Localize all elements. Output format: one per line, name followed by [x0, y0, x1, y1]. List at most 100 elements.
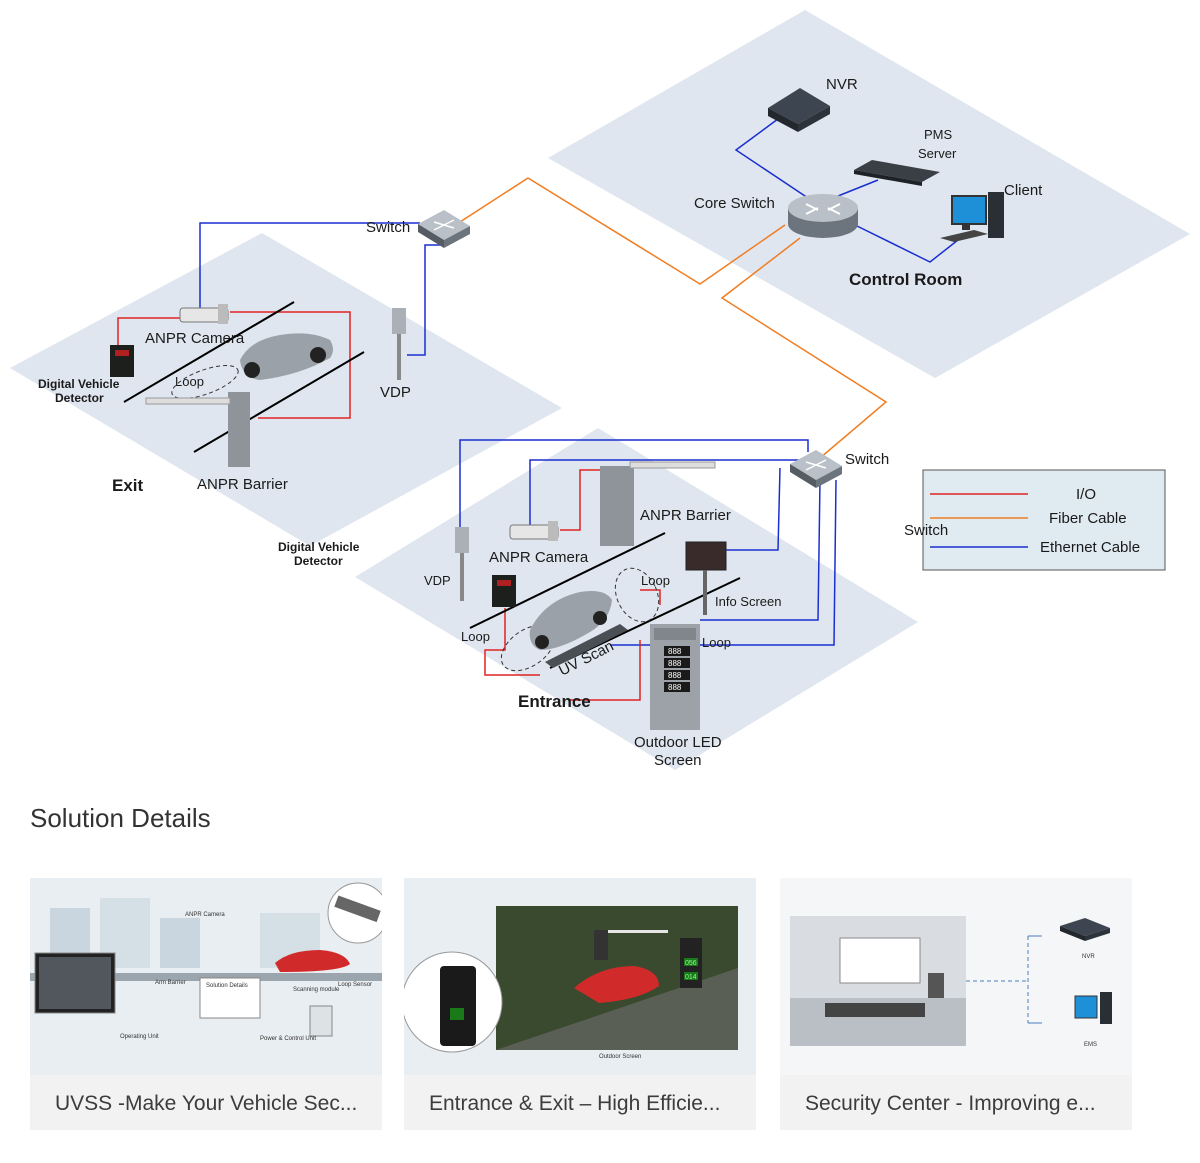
- exit-car-icon: [240, 333, 333, 380]
- client-label: Client: [1004, 182, 1043, 199]
- exit-detector-icon: [110, 345, 134, 377]
- uvss-img-anpr: ANPR Camera: [185, 912, 225, 918]
- legend-ethernet: Ethernet Cable: [1040, 539, 1140, 556]
- ethernet-client: [854, 224, 959, 263]
- solution-card-entrance-exit[interactable]: 056 014 Outdoor Screen Entrance & Exit –…: [404, 878, 756, 1130]
- exit-loop-label: Loop: [175, 374, 204, 389]
- pms-label-1: PMS: [924, 127, 953, 142]
- io-entrance-loop-top: [640, 589, 661, 605]
- exit-lane-line-2: [193, 351, 365, 453]
- entrance-anpr-camera-label: ANPR Camera: [489, 549, 589, 566]
- ethernet-pms: [837, 179, 879, 197]
- info-screen-icon: [685, 541, 727, 615]
- card-title-security-center[interactable]: Security Center - Improving e...: [805, 1092, 1096, 1115]
- entrance-vdp-icon: [455, 527, 469, 601]
- uvss-img-barrier: Arm Barrier: [155, 980, 186, 986]
- ee-img-056: 056: [685, 960, 697, 967]
- ee-img-outdoor: Outdoor Screen: [599, 1054, 641, 1060]
- info-screen-label: Info Screen: [715, 594, 782, 609]
- uvss-img-details: Solution Details: [206, 983, 248, 989]
- control-room-zone: [548, 10, 1190, 378]
- ethernet-nvr: [734, 115, 809, 199]
- entrance-loop-left-label: Loop: [461, 629, 490, 644]
- parking-system-diagram: 888 888 888 888 NVR PMS Server Client Co…: [10, 10, 1190, 770]
- ee-img-014: 014: [685, 974, 697, 981]
- ethernet-exit-vdp: [407, 244, 443, 356]
- detector-label-1: Digital Vehicle: [278, 540, 360, 554]
- outdoor-led-label-1: Outdoor LED: [634, 734, 722, 751]
- exit-anpr-camera-label: ANPR Camera: [145, 330, 245, 347]
- outdoor-led-screen-icon: 888 888 888 888: [650, 624, 700, 730]
- pms-server-icon: [854, 160, 940, 186]
- uvss-img-power: Power & Control Unit: [260, 1036, 316, 1042]
- led-row-3: 888: [668, 671, 682, 680]
- io-exit-barrier: [230, 311, 351, 419]
- legend: I/O Fiber Cable Switch Ethernet Cable: [904, 469, 1166, 571]
- core-switch-icon: [788, 194, 858, 238]
- io-entrance-barrier: [560, 469, 600, 531]
- exit-loop: [171, 365, 239, 399]
- io-entrance-led: [570, 640, 641, 701]
- exit-barrier-label: ANPR Barrier: [197, 476, 288, 493]
- exit-switch-icon[interactable]: [418, 210, 470, 248]
- solution-card-uvss[interactable]: ANPR Camera Arm Barrier Solution Details…: [30, 878, 382, 1130]
- entrance-detector-icon: [492, 575, 516, 607]
- exit-title: Exit: [112, 476, 144, 495]
- sc-img-ems: EMS: [1084, 1042, 1097, 1048]
- solution-card-security-center[interactable]: NVR EMS Security Center - Improving e...: [780, 878, 1132, 1130]
- ethernet-entrance-info: [725, 467, 781, 551]
- entrance-title: Entrance: [518, 692, 591, 711]
- card-image-uvss: ANPR Camera Arm Barrier Solution Details…: [30, 878, 382, 1075]
- led-row-4: 888: [668, 683, 682, 692]
- nvr-label: NVR: [826, 76, 858, 93]
- legend-switch: Switch: [904, 522, 948, 539]
- card-image-entrance-exit: 056 014 Outdoor Screen: [404, 878, 756, 1075]
- entrance-loop-right-label: Loop: [702, 635, 731, 650]
- detector-label-2: Detector: [294, 554, 343, 568]
- exit-switch-label: Switch: [366, 219, 410, 236]
- entrance-switch-label: Switch: [845, 451, 889, 468]
- entrance-anpr-camera-icon: [509, 521, 559, 541]
- uv-scanner-icon: [545, 624, 628, 668]
- card-title-uvss[interactable]: UVSS -Make Your Vehicle Sec...: [55, 1092, 358, 1115]
- entrance-loop-right: [614, 567, 660, 623]
- card-title-entrance-exit[interactable]: Entrance & Exit – High Efficie...: [429, 1092, 721, 1115]
- exit-detector-label-2: Detector: [55, 391, 104, 405]
- outdoor-led-label-2: Screen: [654, 752, 702, 769]
- entrance-car-icon: [529, 591, 612, 650]
- solution-details-heading: Solution Details: [30, 803, 211, 833]
- exit-barrier-icon: [145, 392, 250, 467]
- entrance-zone: [355, 428, 918, 770]
- ethernet-entrance-led: [700, 479, 821, 621]
- ethernet-entrance-camera: [529, 459, 812, 525]
- entrance-lane-line-1: [469, 532, 666, 629]
- entrance-loop-top-label: Loop: [641, 573, 670, 588]
- entrance-vdp-label: VDP: [424, 573, 451, 588]
- exit-detector-label-1: Digital Vehicle: [38, 377, 120, 391]
- exit-anpr-camera-icon: [179, 304, 229, 324]
- entrance-barrier-label: ANPR Barrier: [640, 507, 731, 524]
- client-pc-icon: [940, 192, 1004, 242]
- nvr-icon: [768, 88, 830, 132]
- core-switch-label: Core Switch: [694, 195, 775, 212]
- exit-vdp-icon: [392, 308, 406, 380]
- entrance-barrier-icon: [600, 461, 716, 546]
- led-row-1: 888: [668, 647, 682, 656]
- led-row-2: 888: [668, 659, 682, 668]
- ethernet-exit-camera: [199, 222, 420, 310]
- pms-label-2: Server: [918, 146, 957, 161]
- uvss-img-scanning: Scanning module: [293, 987, 340, 993]
- card-image-security-center: NVR EMS: [780, 878, 1132, 1075]
- legend-fiber: Fiber Cable: [1049, 510, 1127, 527]
- sc-img-nvr: NVR: [1082, 954, 1095, 960]
- uvss-img-loop: Loop Sensor: [338, 982, 372, 988]
- fiber-cable-exit-to-core: [459, 177, 786, 285]
- uvss-img-operating: Operating Unit: [120, 1034, 159, 1040]
- fiber-cable-core-to-entrance: [720, 237, 888, 459]
- ethernet-entrance-vdp: [459, 439, 809, 530]
- exit-vdp-label: VDP: [380, 384, 411, 401]
- entrance-switch-icon[interactable]: [790, 450, 842, 488]
- exit-zone: [10, 233, 562, 546]
- exit-lane-line-1: [123, 301, 295, 403]
- control-room-title: Control Room: [849, 270, 962, 289]
